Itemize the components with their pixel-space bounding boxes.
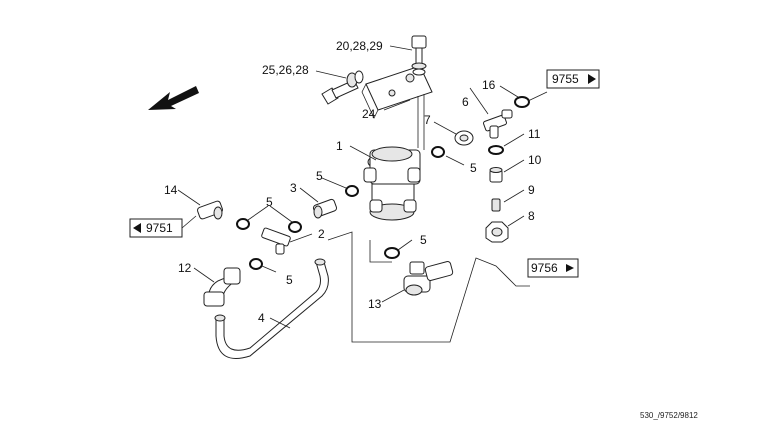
reference-9751-label: 9751 xyxy=(146,221,173,235)
o-ring-5-13 xyxy=(384,247,400,259)
valve-13 xyxy=(403,261,454,296)
ring-11 xyxy=(488,145,504,155)
label-part-5-fitting: 5 xyxy=(316,169,323,183)
label-part-1: 1 xyxy=(336,139,343,153)
label-part-3: 3 xyxy=(290,181,297,195)
bolt-left xyxy=(321,70,364,105)
label-part-13: 13 xyxy=(368,297,382,311)
figure-code: 530_/9752/9812 xyxy=(640,411,698,420)
arrow-right-icon xyxy=(588,74,596,84)
label-part-5-lower: 5 xyxy=(286,273,293,287)
label-part-20: 20,28,29 xyxy=(336,39,383,53)
tee-2 xyxy=(261,227,291,255)
fitting-3 xyxy=(312,198,338,219)
tee-fitting-6 xyxy=(483,109,513,139)
elbow-14 xyxy=(197,200,223,220)
direction-arrow-icon xyxy=(148,86,199,110)
insert-9 xyxy=(491,198,501,212)
label-part-24: 24 xyxy=(362,107,376,121)
arrow-left-icon xyxy=(133,223,141,233)
reference-9755-label: 9755 xyxy=(552,72,579,86)
connector-line-bottom xyxy=(369,240,392,263)
label-part-16: 16 xyxy=(482,78,496,92)
o-ring-5-12 xyxy=(249,258,263,270)
elbow-12 xyxy=(203,267,241,307)
reference-9755[interactable]: 9755 xyxy=(546,69,600,89)
nut-7 xyxy=(454,130,474,146)
nut-8 xyxy=(485,221,509,243)
bolt-top xyxy=(411,35,427,76)
label-part-11: 11 xyxy=(528,127,541,141)
label-part-9: 9 xyxy=(528,183,535,197)
o-ring-5-14 xyxy=(236,218,250,230)
label-part-4: 4 xyxy=(258,311,265,325)
label-part-14: 14 xyxy=(164,183,178,197)
label-part-7: 7 xyxy=(424,113,431,127)
filter-housing xyxy=(363,146,421,221)
label-part-25: 25,26,28 xyxy=(262,63,309,77)
o-ring-16 xyxy=(514,96,530,108)
label-part-5-upper: 5 xyxy=(470,161,477,175)
arrow-right-icon xyxy=(566,264,574,272)
label-part-2: 2 xyxy=(318,227,325,241)
reference-9756-label: 9756 xyxy=(531,261,558,275)
assembly-bracket-line xyxy=(327,231,530,343)
o-ring-5-3 xyxy=(345,185,359,197)
o-ring-5-upper xyxy=(431,146,445,158)
reference-9751[interactable]: 9751 xyxy=(129,218,183,238)
label-part-6: 6 xyxy=(462,95,469,109)
label-part-8: 8 xyxy=(528,209,535,223)
mounting-bracket xyxy=(361,65,433,150)
reference-9756[interactable]: 9756 xyxy=(527,258,579,278)
label-part-5-left: 5 xyxy=(266,195,273,209)
sleeve-10 xyxy=(489,167,503,183)
label-part-10: 10 xyxy=(528,153,542,167)
label-part-5-bottom: 5 xyxy=(420,233,427,247)
leader-lines xyxy=(177,45,548,329)
o-ring-5-2 xyxy=(288,221,302,233)
label-part-12: 12 xyxy=(178,261,192,275)
